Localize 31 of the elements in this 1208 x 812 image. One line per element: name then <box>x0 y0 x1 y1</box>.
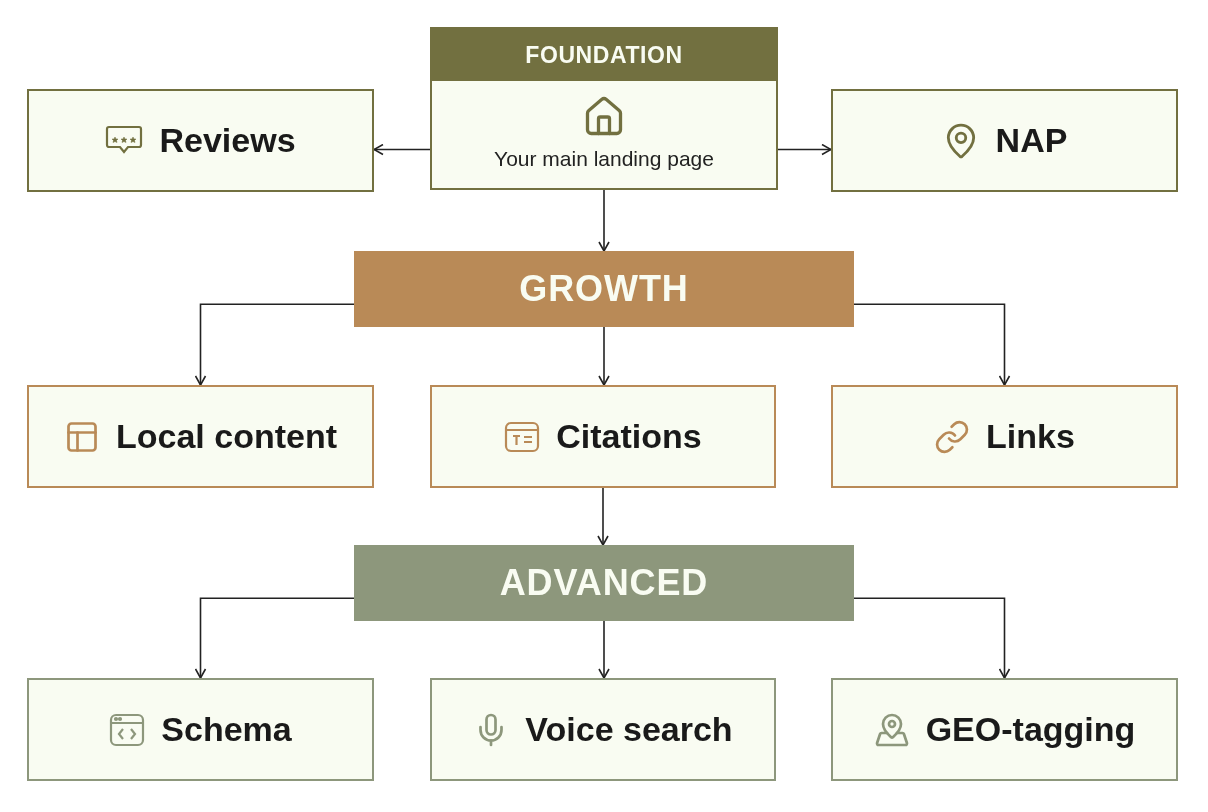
arrow <box>598 326 610 386</box>
topic-card <box>27 385 374 488</box>
topic-card <box>831 678 1178 781</box>
arrow <box>853 303 1011 386</box>
tier-header: FOUNDATION <box>432 29 776 81</box>
tier-band: GROWTH <box>354 251 854 327</box>
topic-card <box>831 89 1178 192</box>
foundation-card <box>430 27 778 190</box>
topic-card <box>430 385 776 488</box>
arrow <box>194 597 355 679</box>
arrow <box>597 487 609 546</box>
topic-card <box>831 385 1178 488</box>
arrow <box>777 143 832 156</box>
card-title: Local content <box>116 416 337 457</box>
arrow <box>598 620 610 679</box>
arrow <box>373 143 431 156</box>
topic-card <box>430 678 776 781</box>
tier-band: ADVANCED <box>354 545 854 621</box>
subtitle-text: Your main landing page <box>494 145 714 172</box>
card-title: Links <box>986 416 1075 457</box>
card-title: Citations <box>556 416 702 457</box>
topic-card <box>27 89 374 192</box>
arrow <box>853 597 1011 679</box>
topic-card <box>27 678 374 781</box>
arrow <box>194 303 355 386</box>
card-title: Schema <box>161 709 292 750</box>
card-title: NAP <box>995 120 1068 161</box>
card-title: Reviews <box>159 120 296 161</box>
arrow <box>598 189 610 252</box>
card-title: GEO-tagging <box>925 709 1136 750</box>
card-title: Voice search <box>525 709 733 750</box>
